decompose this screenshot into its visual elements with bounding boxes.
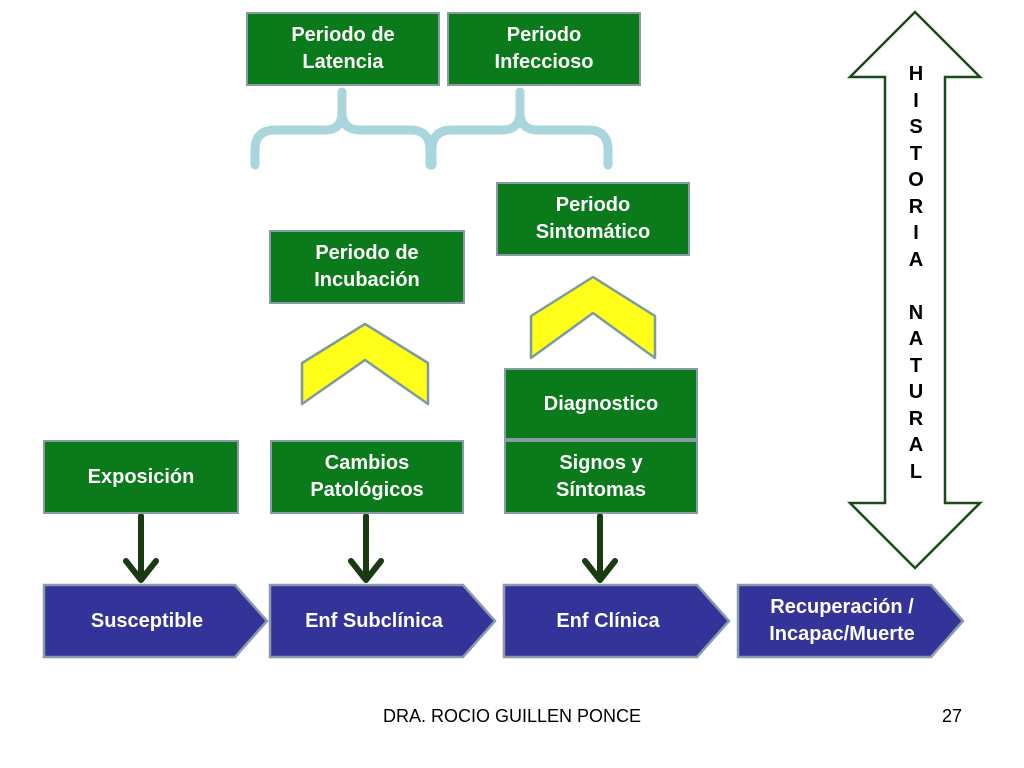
incubacion-chevron-icon bbox=[300, 322, 430, 406]
periodo-sintomatico-label: Periodo Sintomático bbox=[535, 194, 651, 243]
historia-letter: R bbox=[908, 195, 924, 218]
signos-sintomas-label: Signos y Síntomas bbox=[555, 452, 647, 501]
natural-letter: L bbox=[909, 460, 923, 483]
sintomatico-chevron-icon bbox=[529, 275, 657, 360]
historia-letter: O bbox=[908, 169, 924, 191]
periodo-latencia-label: Periodo de Latencia bbox=[291, 24, 395, 73]
exposicion-label: Exposición bbox=[87, 465, 195, 488]
historia-letter: A bbox=[908, 248, 924, 271]
natural-letter: A bbox=[908, 434, 924, 456]
natural-letter: T bbox=[909, 354, 923, 377]
natural-letter: R bbox=[908, 407, 924, 430]
natural-letter: N bbox=[908, 301, 924, 324]
word-gap bbox=[892, 273, 940, 300]
periodo-incubacion-box: Periodo de Incubación bbox=[269, 230, 465, 304]
signos-sintomas-box: Signos y Síntomas bbox=[504, 440, 698, 514]
historia-natural-double-arrow-icon bbox=[846, 10, 984, 570]
cambios-down-arrow-icon bbox=[348, 513, 384, 583]
cambios-patologicos-label: Cambios Patológicos bbox=[310, 452, 424, 501]
infeccioso-bracket bbox=[427, 87, 613, 170]
periodo-sintomatico-box: Periodo Sintomático bbox=[496, 182, 690, 256]
stage-clinica-shape bbox=[502, 583, 731, 659]
historia-letter: I bbox=[913, 89, 919, 112]
historia-letter: I bbox=[913, 222, 919, 244]
periodo-incubacion-label: Periodo de Incubación bbox=[314, 242, 420, 291]
natural-letter: A bbox=[908, 328, 924, 350]
footer-author: DRA. ROCIO GUILLEN PONCE bbox=[382, 706, 642, 726]
historia-natural-label: H I S T O R I A N A T U R A L bbox=[892, 61, 940, 485]
natural-letter: U bbox=[908, 381, 924, 403]
stage-susceptible-label: Susceptible bbox=[90, 609, 204, 632]
historia-letter: S bbox=[909, 116, 923, 138]
cambios-patologicos-box: Cambios Patológicos bbox=[270, 440, 464, 514]
stage-susceptible-shape bbox=[42, 583, 269, 659]
stage-subclinica-shape bbox=[268, 583, 497, 659]
stage-clinica-label: Enf Clínica bbox=[556, 609, 660, 632]
stage-subclinica-label: Enf Subclínica bbox=[305, 609, 443, 632]
exposicion-box: Exposición bbox=[43, 440, 239, 514]
diagnostico-box: Diagnostico bbox=[504, 368, 698, 440]
periodo-latencia-box: Periodo de Latencia bbox=[246, 12, 440, 86]
latencia-bracket bbox=[250, 87, 435, 170]
signos-down-arrow-icon bbox=[582, 513, 618, 583]
historia-letter: T bbox=[909, 142, 923, 165]
stage-recuperacion-label: Recuperación / Incapac/Muerte bbox=[769, 596, 915, 645]
periodo-infeccioso-label: Periodo Infeccioso bbox=[494, 24, 594, 73]
stage-recuperacion-shape bbox=[736, 583, 965, 659]
historia-letter: H bbox=[908, 63, 924, 85]
periodo-infeccioso-box: Periodo Infeccioso bbox=[447, 12, 641, 86]
slide-number: 27 bbox=[941, 706, 963, 726]
diagnostico-label: Diagnostico bbox=[543, 392, 659, 415]
exposicion-down-arrow-icon bbox=[123, 513, 159, 583]
